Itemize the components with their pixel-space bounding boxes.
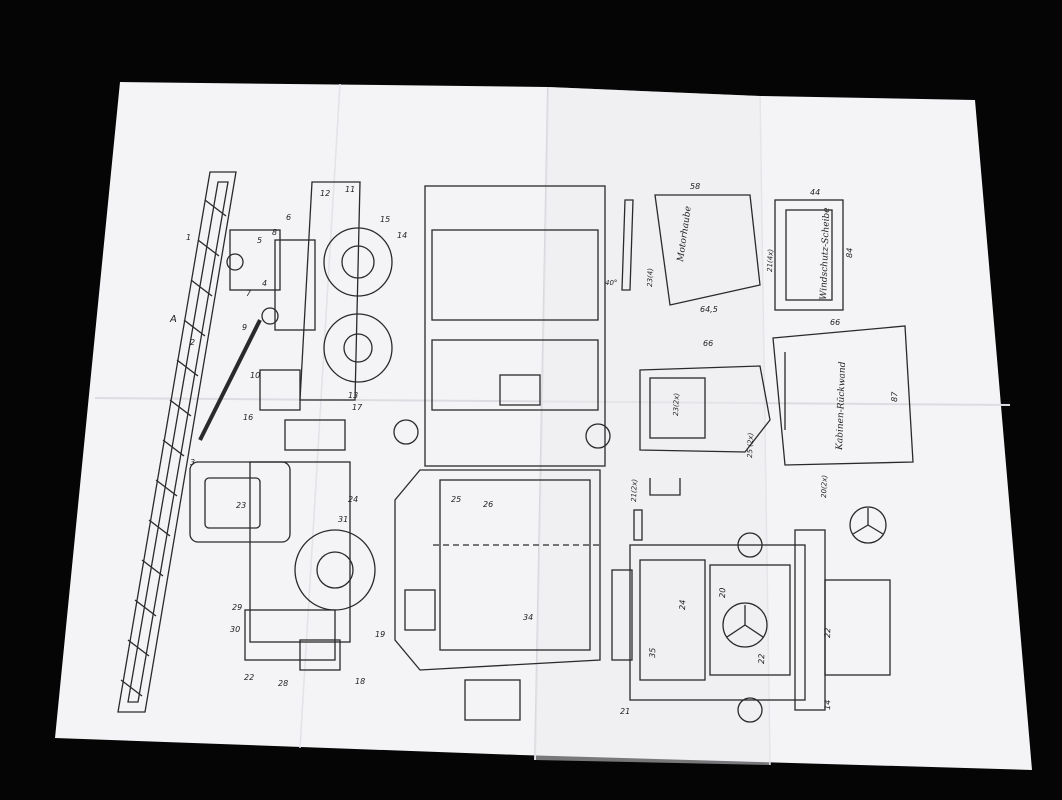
part-20: 20 xyxy=(718,588,727,598)
num-8: 8 xyxy=(272,228,277,237)
dim-66a: 66 xyxy=(830,318,840,327)
num-23: 23 xyxy=(236,501,246,510)
num-4: 4 xyxy=(262,279,267,288)
num-16: 16 xyxy=(243,413,253,422)
truck-side-view xyxy=(189,181,393,671)
num-7: 7 xyxy=(246,289,252,298)
label-windschutz: Windschutz-Scheibe xyxy=(819,207,832,300)
num-2: 2 xyxy=(190,338,195,347)
part-21-4x: 21(4x) xyxy=(766,249,775,272)
angle-40: 40° xyxy=(605,279,617,287)
part-21-2x: 21(2x) xyxy=(630,479,639,502)
dim-58: 58 xyxy=(690,182,700,191)
part-22b: 22 xyxy=(757,654,766,664)
num-28: 28 xyxy=(278,679,288,688)
kabinen-panel xyxy=(772,325,914,466)
door-outline xyxy=(639,365,771,453)
num-22: 22 xyxy=(244,673,254,682)
drawing xyxy=(117,171,914,723)
dim-645: 64,5 xyxy=(700,305,718,314)
paper-sheet xyxy=(55,82,1032,770)
num-34: 34 xyxy=(523,613,533,622)
dim-87: 87 xyxy=(890,391,899,402)
windschutz-panel xyxy=(774,199,844,311)
num-11: 11 xyxy=(345,185,355,194)
num-15: 15 xyxy=(380,215,390,224)
num-25: 25 xyxy=(451,495,461,504)
num-5: 5 xyxy=(257,236,262,245)
num-31: 31 xyxy=(338,515,348,524)
part-20-2x: 20(2x) xyxy=(820,475,829,498)
num-17: 17 xyxy=(352,403,363,412)
num-19: 19 xyxy=(375,630,385,639)
num-24: 24 xyxy=(348,495,358,504)
dim-44: 44 xyxy=(810,188,820,197)
part-23-motor: 23(4) xyxy=(646,268,655,287)
num-30: 30 xyxy=(230,625,240,634)
part-25-2x: 25 (2x) xyxy=(746,432,755,458)
num-13: 13 xyxy=(348,391,358,400)
num-14: 14 xyxy=(397,231,407,240)
num-12: 12 xyxy=(320,189,330,198)
part-23-2x: 23(2x) xyxy=(672,393,681,416)
motorhaube-panel xyxy=(621,194,761,306)
num-1: 1 xyxy=(186,233,191,242)
num-29: 29 xyxy=(232,603,242,612)
ladder-truss xyxy=(117,171,237,713)
num-26: 26 xyxy=(483,500,493,509)
part-35: 35 xyxy=(648,648,657,658)
part-24: 24 xyxy=(678,600,687,610)
truck-top-view xyxy=(393,185,611,721)
part-22a: 22 xyxy=(823,628,832,638)
num-9: 9 xyxy=(242,323,247,332)
num-21: 21 xyxy=(620,707,630,716)
part-22-plate xyxy=(824,579,891,676)
label-kabinen: Kabinen-Rückwand xyxy=(835,361,848,451)
num-18: 18 xyxy=(355,677,365,686)
num-3: 3 xyxy=(190,458,195,467)
clip-parts xyxy=(633,478,681,541)
arrow-a-label: A xyxy=(169,314,177,325)
dim-66b: 66 xyxy=(703,339,713,348)
num-10: 10 xyxy=(250,371,260,380)
emblem xyxy=(849,506,887,544)
dim-84: 84 xyxy=(845,248,854,258)
num-6: 6 xyxy=(286,213,291,222)
part-14: 14 xyxy=(823,700,832,710)
